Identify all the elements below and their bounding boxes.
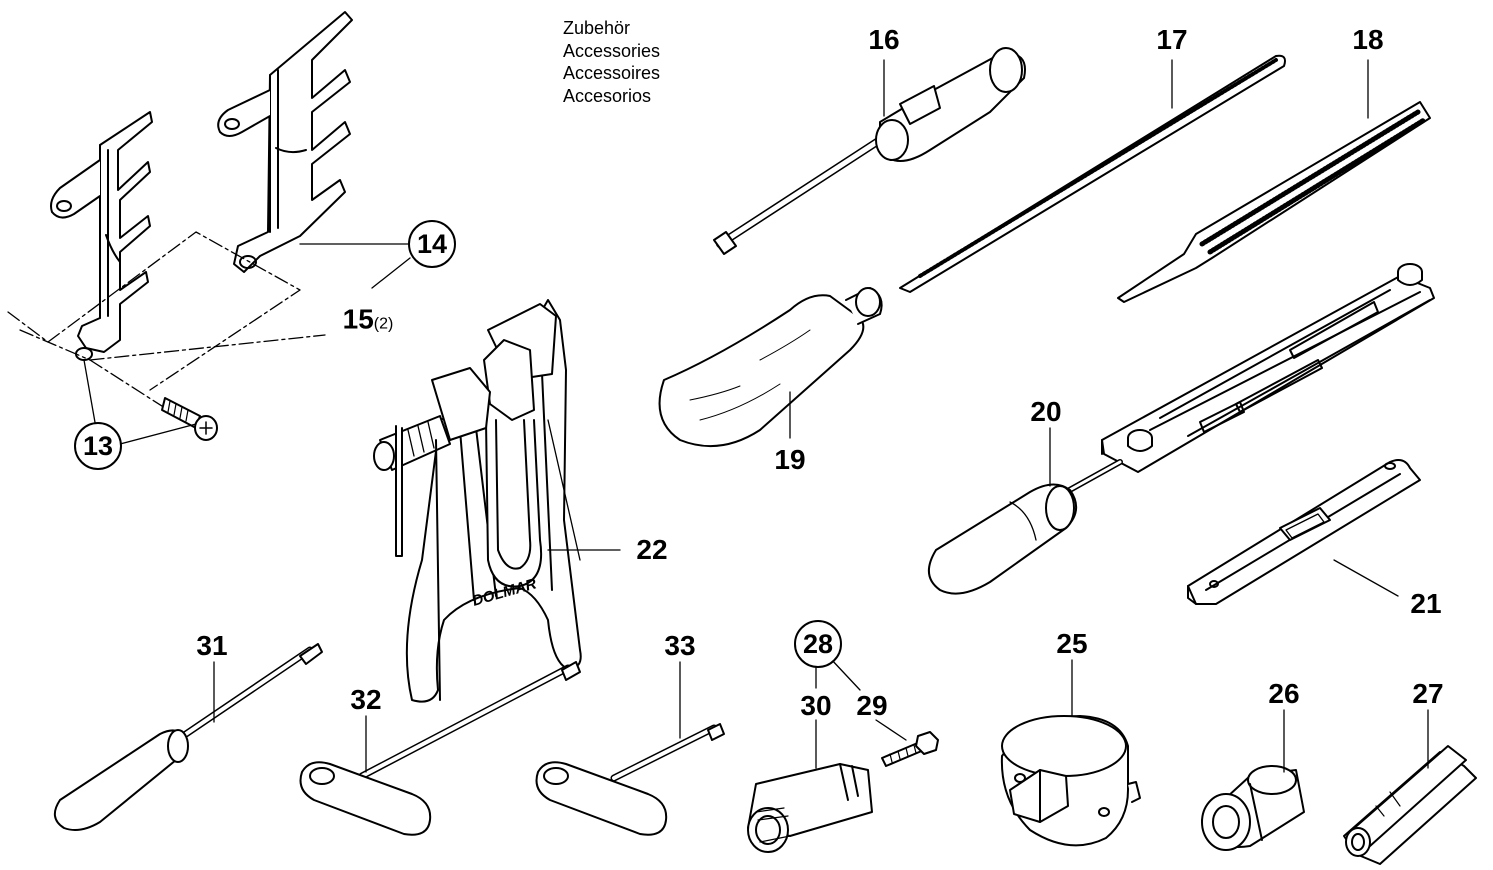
- callout-27: 27: [1412, 678, 1444, 709]
- puller-25: [1000, 715, 1141, 847]
- socket-26: [1201, 765, 1305, 851]
- t-handle-32: [299, 661, 581, 836]
- callout-16: 16: [868, 24, 900, 55]
- callout-33: 33: [664, 630, 696, 661]
- bolt-29: [881, 731, 939, 767]
- callout-14: 14: [408, 220, 456, 268]
- chain-catcher-small: [50, 111, 153, 361]
- screw: [161, 397, 218, 441]
- heading-line-de: Zubehör: [563, 18, 631, 38]
- chain-breaker: [373, 299, 582, 703]
- callout-15: 15(2): [342, 303, 394, 339]
- bushing-30: [747, 763, 873, 853]
- leader-lines: [213, 59, 1429, 773]
- flat-file: [1117, 101, 1431, 303]
- callout-21: 21: [1410, 588, 1442, 619]
- callout-31: 31: [196, 630, 228, 661]
- depth-gauge: [1187, 459, 1421, 605]
- callout-15-qty: (2): [373, 315, 394, 333]
- assembly-lines: [7, 231, 326, 409]
- round-file: [899, 54, 1286, 293]
- file-handle: [658, 287, 883, 448]
- callout-29: 29: [856, 690, 888, 721]
- callout-15-number: 15: [342, 303, 374, 335]
- heading-line-fr: Accessoires: [563, 63, 661, 83]
- file-holder: [928, 263, 1435, 595]
- heading-block: Zubehör Accessories Accessoires Accesori…: [563, 17, 660, 107]
- screwdriver-31: [53, 643, 323, 831]
- callout-20: 20: [1030, 396, 1062, 427]
- callout-19: 19: [774, 444, 806, 475]
- heading-line-es: Accesorios: [563, 85, 652, 106]
- callout-26: 26: [1268, 678, 1300, 709]
- callout-28: 28: [794, 620, 842, 668]
- callout-18: 18: [1352, 24, 1384, 55]
- callout-30: 30: [800, 690, 832, 721]
- heading-line-en: Accessories: [563, 40, 661, 61]
- callout-25: 25: [1056, 628, 1088, 659]
- callout-32: 32: [350, 684, 382, 715]
- leader-lines-13-15: [83, 243, 411, 445]
- t-handle-33: [535, 723, 725, 836]
- adapter-27: [1343, 745, 1477, 865]
- callout-17: 17: [1156, 24, 1188, 55]
- screwdriver-16: [713, 47, 1026, 255]
- callout-22: 22: [636, 534, 668, 565]
- chain-catcher-large: [217, 11, 353, 273]
- callout-13: 13: [74, 422, 122, 470]
